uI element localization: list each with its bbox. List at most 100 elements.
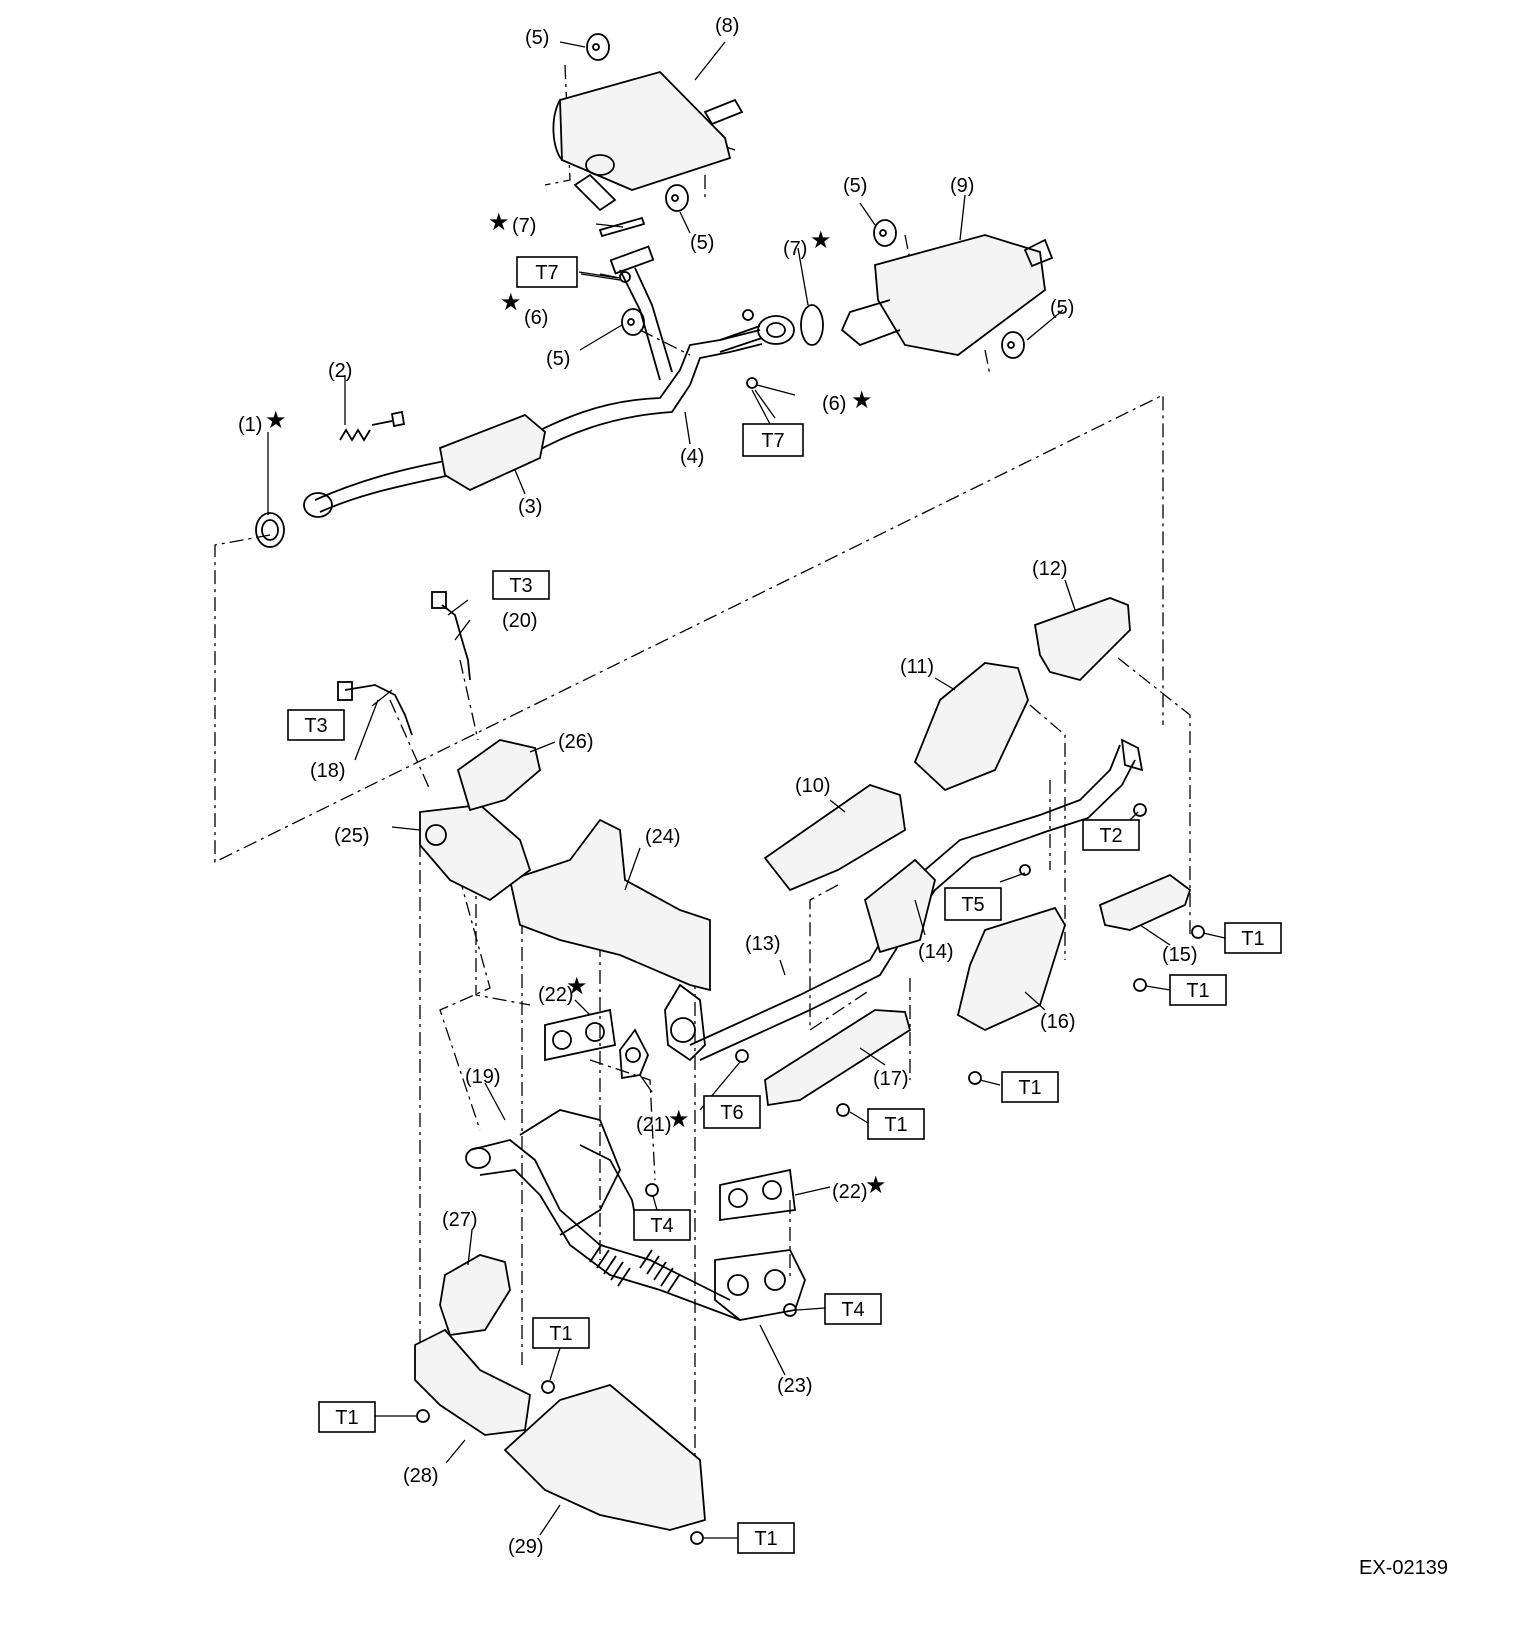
muffler-9 xyxy=(874,234,1046,356)
heat-shield-27 xyxy=(439,1254,511,1336)
callout-2: (2) xyxy=(328,360,352,382)
callout-5c: (5) xyxy=(546,348,570,370)
gasket-7-right xyxy=(800,304,824,346)
parts-art xyxy=(255,33,1205,1545)
gasket-7-upper xyxy=(598,216,646,238)
callout-15: (15) xyxy=(1162,944,1198,966)
gasket-21b xyxy=(664,983,706,1062)
torque-tag-t3-upper: T3 xyxy=(492,570,550,600)
svg-text:T4: T4 xyxy=(841,1299,864,1321)
svg-text:T6: T6 xyxy=(720,1102,743,1124)
callout-labels: (1) ★ (2) (3) (4) (5) (5) (5) (5) (5) ★ … xyxy=(238,15,1198,1558)
torque-tag-t1-a: T1 xyxy=(1224,922,1282,954)
torque-tag-t1-e: T1 xyxy=(532,1317,590,1349)
callout-27: (27) xyxy=(442,1209,478,1231)
callout-4: (4) xyxy=(680,446,704,468)
heat-shield-26 xyxy=(456,739,541,812)
torque-tag-t2: T2 xyxy=(1082,819,1140,851)
callout-1: (1) xyxy=(238,414,262,436)
oxygen-sensor-20 xyxy=(441,604,471,681)
callout-5b: (5) xyxy=(690,232,714,254)
callout-7b: (7) xyxy=(783,238,807,260)
catalytic-converter-3 xyxy=(438,413,546,492)
torque-tag-t7-upper: T7 xyxy=(516,256,578,288)
heat-shield-15 xyxy=(1098,873,1192,931)
callout-5d: (5) xyxy=(843,175,867,197)
callout-20: (20) xyxy=(502,610,538,632)
reference-lines xyxy=(214,64,1191,1520)
torque-tags: T7 T7 T3 T3 T2 T5 T1 T1 T1 T1 T1 T1 T1 T… xyxy=(287,256,1282,1554)
heat-shield-12 xyxy=(1033,597,1131,682)
heat-shield-24 xyxy=(508,818,711,992)
heat-shield-17 xyxy=(764,1009,912,1107)
callout-28: (28) xyxy=(403,1465,439,1487)
callout-29: (29) xyxy=(508,1536,544,1558)
callout-3: (3) xyxy=(518,496,542,518)
callout-5e: (5) xyxy=(1050,297,1074,319)
svg-text:T2: T2 xyxy=(1099,825,1122,847)
oxygen-sensor-18 xyxy=(344,684,413,736)
callout-22b: (22) xyxy=(832,1181,868,1203)
svg-text:★: ★ xyxy=(488,208,510,236)
flex-joint xyxy=(589,1243,681,1293)
rubber-hanger xyxy=(586,33,1025,359)
center-pipe-3 xyxy=(314,329,761,501)
svg-text:T1: T1 xyxy=(335,1407,358,1429)
callout-9: (9) xyxy=(950,175,974,197)
svg-text:T3: T3 xyxy=(304,715,327,737)
gasket-22-lower xyxy=(719,1168,797,1222)
figure-code: EX-02139 xyxy=(1359,1557,1448,1579)
heat-shield-25 xyxy=(419,804,532,902)
svg-text:T5: T5 xyxy=(961,894,984,916)
callout-6a: (6) xyxy=(524,307,548,329)
callout-12: (12) xyxy=(1032,558,1068,580)
heat-shield-28 xyxy=(414,1328,531,1436)
callout-19: (19) xyxy=(465,1066,501,1088)
gasket-21 xyxy=(619,1028,649,1080)
callout-17: (17) xyxy=(873,1068,909,1090)
heat-shield-16 xyxy=(956,906,1066,1032)
y-pipe-4 xyxy=(619,267,673,381)
muffler-8 xyxy=(559,70,732,191)
callout-21: (21) xyxy=(636,1114,672,1136)
catalytic-converter-14 xyxy=(863,858,936,954)
front-exhaust-pipe-19 xyxy=(469,1139,731,1301)
callout-6b: (6) xyxy=(822,393,846,415)
torque-tag-t1-c: T1 xyxy=(1001,1071,1059,1103)
gasket-22-upper xyxy=(544,1008,617,1062)
heat-shield-29 xyxy=(503,1383,706,1531)
svg-text:T7: T7 xyxy=(535,262,558,284)
leader-lines xyxy=(267,41,1226,1539)
flange-23 xyxy=(714,1249,806,1321)
torque-tag-t1-f: T1 xyxy=(318,1401,376,1433)
torque-tag-t1-d: T1 xyxy=(867,1108,925,1140)
callout-23: (23) xyxy=(777,1375,813,1397)
svg-text:★: ★ xyxy=(851,386,873,414)
svg-text:★: ★ xyxy=(566,972,588,1000)
svg-text:★: ★ xyxy=(810,226,832,254)
torque-tag-t7-lower: T7 xyxy=(742,423,804,457)
callout-10: (10) xyxy=(795,775,831,797)
svg-text:T1: T1 xyxy=(754,1528,777,1550)
callout-26: (26) xyxy=(558,731,594,753)
callout-13: (13) xyxy=(745,933,781,955)
svg-text:T4: T4 xyxy=(650,1215,673,1237)
callout-25: (25) xyxy=(334,825,370,847)
svg-text:T1: T1 xyxy=(549,1323,572,1345)
svg-text:T3: T3 xyxy=(509,575,532,597)
callout-11: (11) xyxy=(900,656,934,678)
gasket-ring-1 xyxy=(255,512,285,548)
torque-tag-t4-upper: T4 xyxy=(633,1209,691,1241)
torque-tag-t1-g: T1 xyxy=(737,1522,795,1554)
pipe-13 xyxy=(689,744,1121,1046)
svg-text:★: ★ xyxy=(265,406,287,434)
callout-18: (18) xyxy=(310,760,346,782)
svg-text:T1: T1 xyxy=(1018,1077,1041,1099)
callout-14: (14) xyxy=(918,941,954,963)
callout-8: (8) xyxy=(715,15,739,37)
svg-text:T1: T1 xyxy=(1241,928,1264,950)
svg-text:★: ★ xyxy=(668,1105,690,1133)
torque-tag-t6: T6 xyxy=(703,1095,761,1129)
svg-text:★: ★ xyxy=(865,1171,887,1199)
